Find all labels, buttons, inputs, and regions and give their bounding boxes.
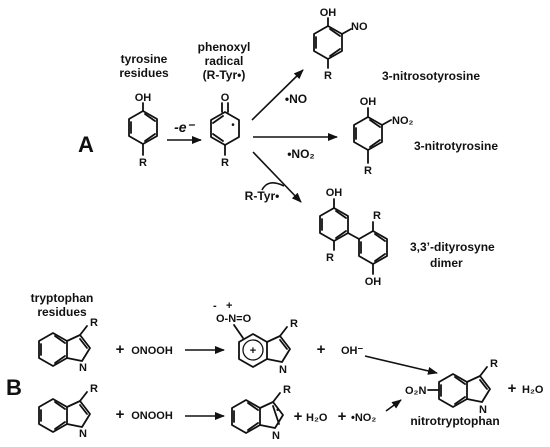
tyrosine-label-line1: tyrosine bbox=[121, 52, 168, 66]
nitrotrp-n: N bbox=[479, 404, 487, 416]
converge-arrow-top bbox=[364, 355, 438, 375]
dimer-r-right: R bbox=[373, 210, 381, 222]
row1-onoooh: ONOOH bbox=[131, 345, 173, 357]
adduct-plus: + bbox=[226, 300, 232, 312]
nitrotryptophan-molecule: N R O₂N bbox=[405, 358, 498, 416]
tyrosine-molecule: OH R bbox=[128, 92, 158, 169]
panel-b-letter: B bbox=[6, 375, 22, 400]
adduct-r: R bbox=[290, 318, 298, 330]
rtyr-curved-arrow bbox=[261, 182, 285, 191]
nitrotyrosine-r: R bbox=[364, 165, 372, 177]
row1-plus-2: + bbox=[317, 341, 326, 358]
product-plus: + bbox=[508, 380, 517, 397]
radical-dot: • bbox=[231, 120, 235, 131]
row2-plus-3: + bbox=[338, 408, 347, 425]
oxidation-label: -e⁻ bbox=[174, 119, 195, 135]
radical-trp-r: R bbox=[283, 384, 291, 396]
row2-plus-1: + bbox=[116, 406, 125, 423]
radical-label-line2: radical bbox=[205, 54, 244, 68]
row1-plus-1: + bbox=[116, 341, 125, 358]
row1-hydroxide: OH⁻ bbox=[341, 345, 364, 357]
nitrotyrosine-oh: OH bbox=[360, 96, 377, 108]
radical-r: R bbox=[221, 157, 229, 169]
trp1-r: R bbox=[90, 317, 98, 329]
dimer-r-left: R bbox=[326, 252, 334, 264]
adduct-n: N bbox=[279, 364, 287, 376]
phenoxyl-radical-molecule: O R • bbox=[210, 92, 240, 169]
adduct-ring-charge: + bbox=[250, 345, 256, 357]
tyrosine-oh: OH bbox=[135, 92, 152, 104]
adduct-minus: - bbox=[213, 300, 217, 312]
panel-a-letter: A bbox=[78, 132, 94, 157]
row2-plus-2: + bbox=[294, 408, 303, 425]
arrow-to-nitrosotyrosine bbox=[251, 69, 304, 121]
nitrosotyrosine-molecule: OH NO R bbox=[313, 7, 368, 82]
dimer-oh-bottom: OH bbox=[365, 276, 382, 288]
tryptophan-molecule-row2: N R bbox=[38, 383, 98, 440]
trp2-r: R bbox=[90, 383, 98, 395]
nitrosotyrosine-no: NO bbox=[351, 21, 368, 33]
row2-water: H₂O bbox=[306, 412, 328, 424]
radical-label-line3: (R-Tyr•) bbox=[203, 68, 246, 82]
radical-trp-n: N bbox=[272, 430, 280, 442]
nitrosotyrosine-r: R bbox=[324, 70, 332, 82]
product-nitrotyrosine-label: 3-nitrotyrosine bbox=[414, 139, 498, 153]
arrow-to-dimer bbox=[252, 151, 302, 203]
product-nitrosotyrosine-label: 3-nitrosotyrosine bbox=[382, 69, 480, 83]
radical-trp-dot: • bbox=[276, 405, 280, 416]
nitrated-adduct-molecule: N R O-N=O - + + bbox=[213, 300, 298, 376]
product-nitrotryptophan-label: nitrotryptophan bbox=[410, 414, 499, 428]
tryptophan-molecule-row1: N R bbox=[38, 317, 98, 374]
adduct-group: O-N=O bbox=[216, 313, 252, 325]
trp1-n: N bbox=[79, 362, 87, 374]
trp2-n: N bbox=[79, 428, 87, 440]
converge-arrow-bottom bbox=[385, 399, 402, 412]
product-water: H₂O bbox=[522, 384, 544, 396]
nitrotrp-substituent: O₂N bbox=[405, 385, 426, 397]
product-dimer-label-line1: 3,3’-dityrosyne bbox=[410, 240, 495, 254]
nitrosotyrosine-oh: OH bbox=[320, 7, 337, 19]
product-dimer-label-line2: dimer bbox=[430, 256, 463, 270]
tryptophan-label-line2: residues bbox=[37, 305, 87, 319]
tryptophan-label-line1: tryptophan bbox=[31, 291, 94, 305]
tyrosine-r: R bbox=[139, 157, 147, 169]
row2-onoooh: ONOOH bbox=[131, 410, 173, 422]
radical-label-line1: phenoxyl bbox=[198, 40, 251, 54]
nitrotyrosine-molecule: OH NO₂ R bbox=[353, 96, 414, 177]
nitrotyrosine-no2: NO₂ bbox=[392, 115, 414, 127]
dityrosine-molecule: OH R R OH bbox=[319, 187, 388, 288]
radical-o: O bbox=[221, 92, 230, 104]
nitrotrp-r: R bbox=[490, 358, 498, 370]
row2-no2: •NO₂ bbox=[351, 412, 376, 424]
tyrosine-label-line2: residues bbox=[119, 66, 169, 80]
reagent-no: •NO bbox=[285, 92, 307, 106]
reagent-no2: •NO₂ bbox=[287, 147, 315, 161]
dimer-oh-top: OH bbox=[326, 187, 343, 199]
tryptophan-radical-molecule: N R • bbox=[231, 384, 291, 442]
reagent-rtyr: R-Tyr• bbox=[245, 189, 280, 203]
